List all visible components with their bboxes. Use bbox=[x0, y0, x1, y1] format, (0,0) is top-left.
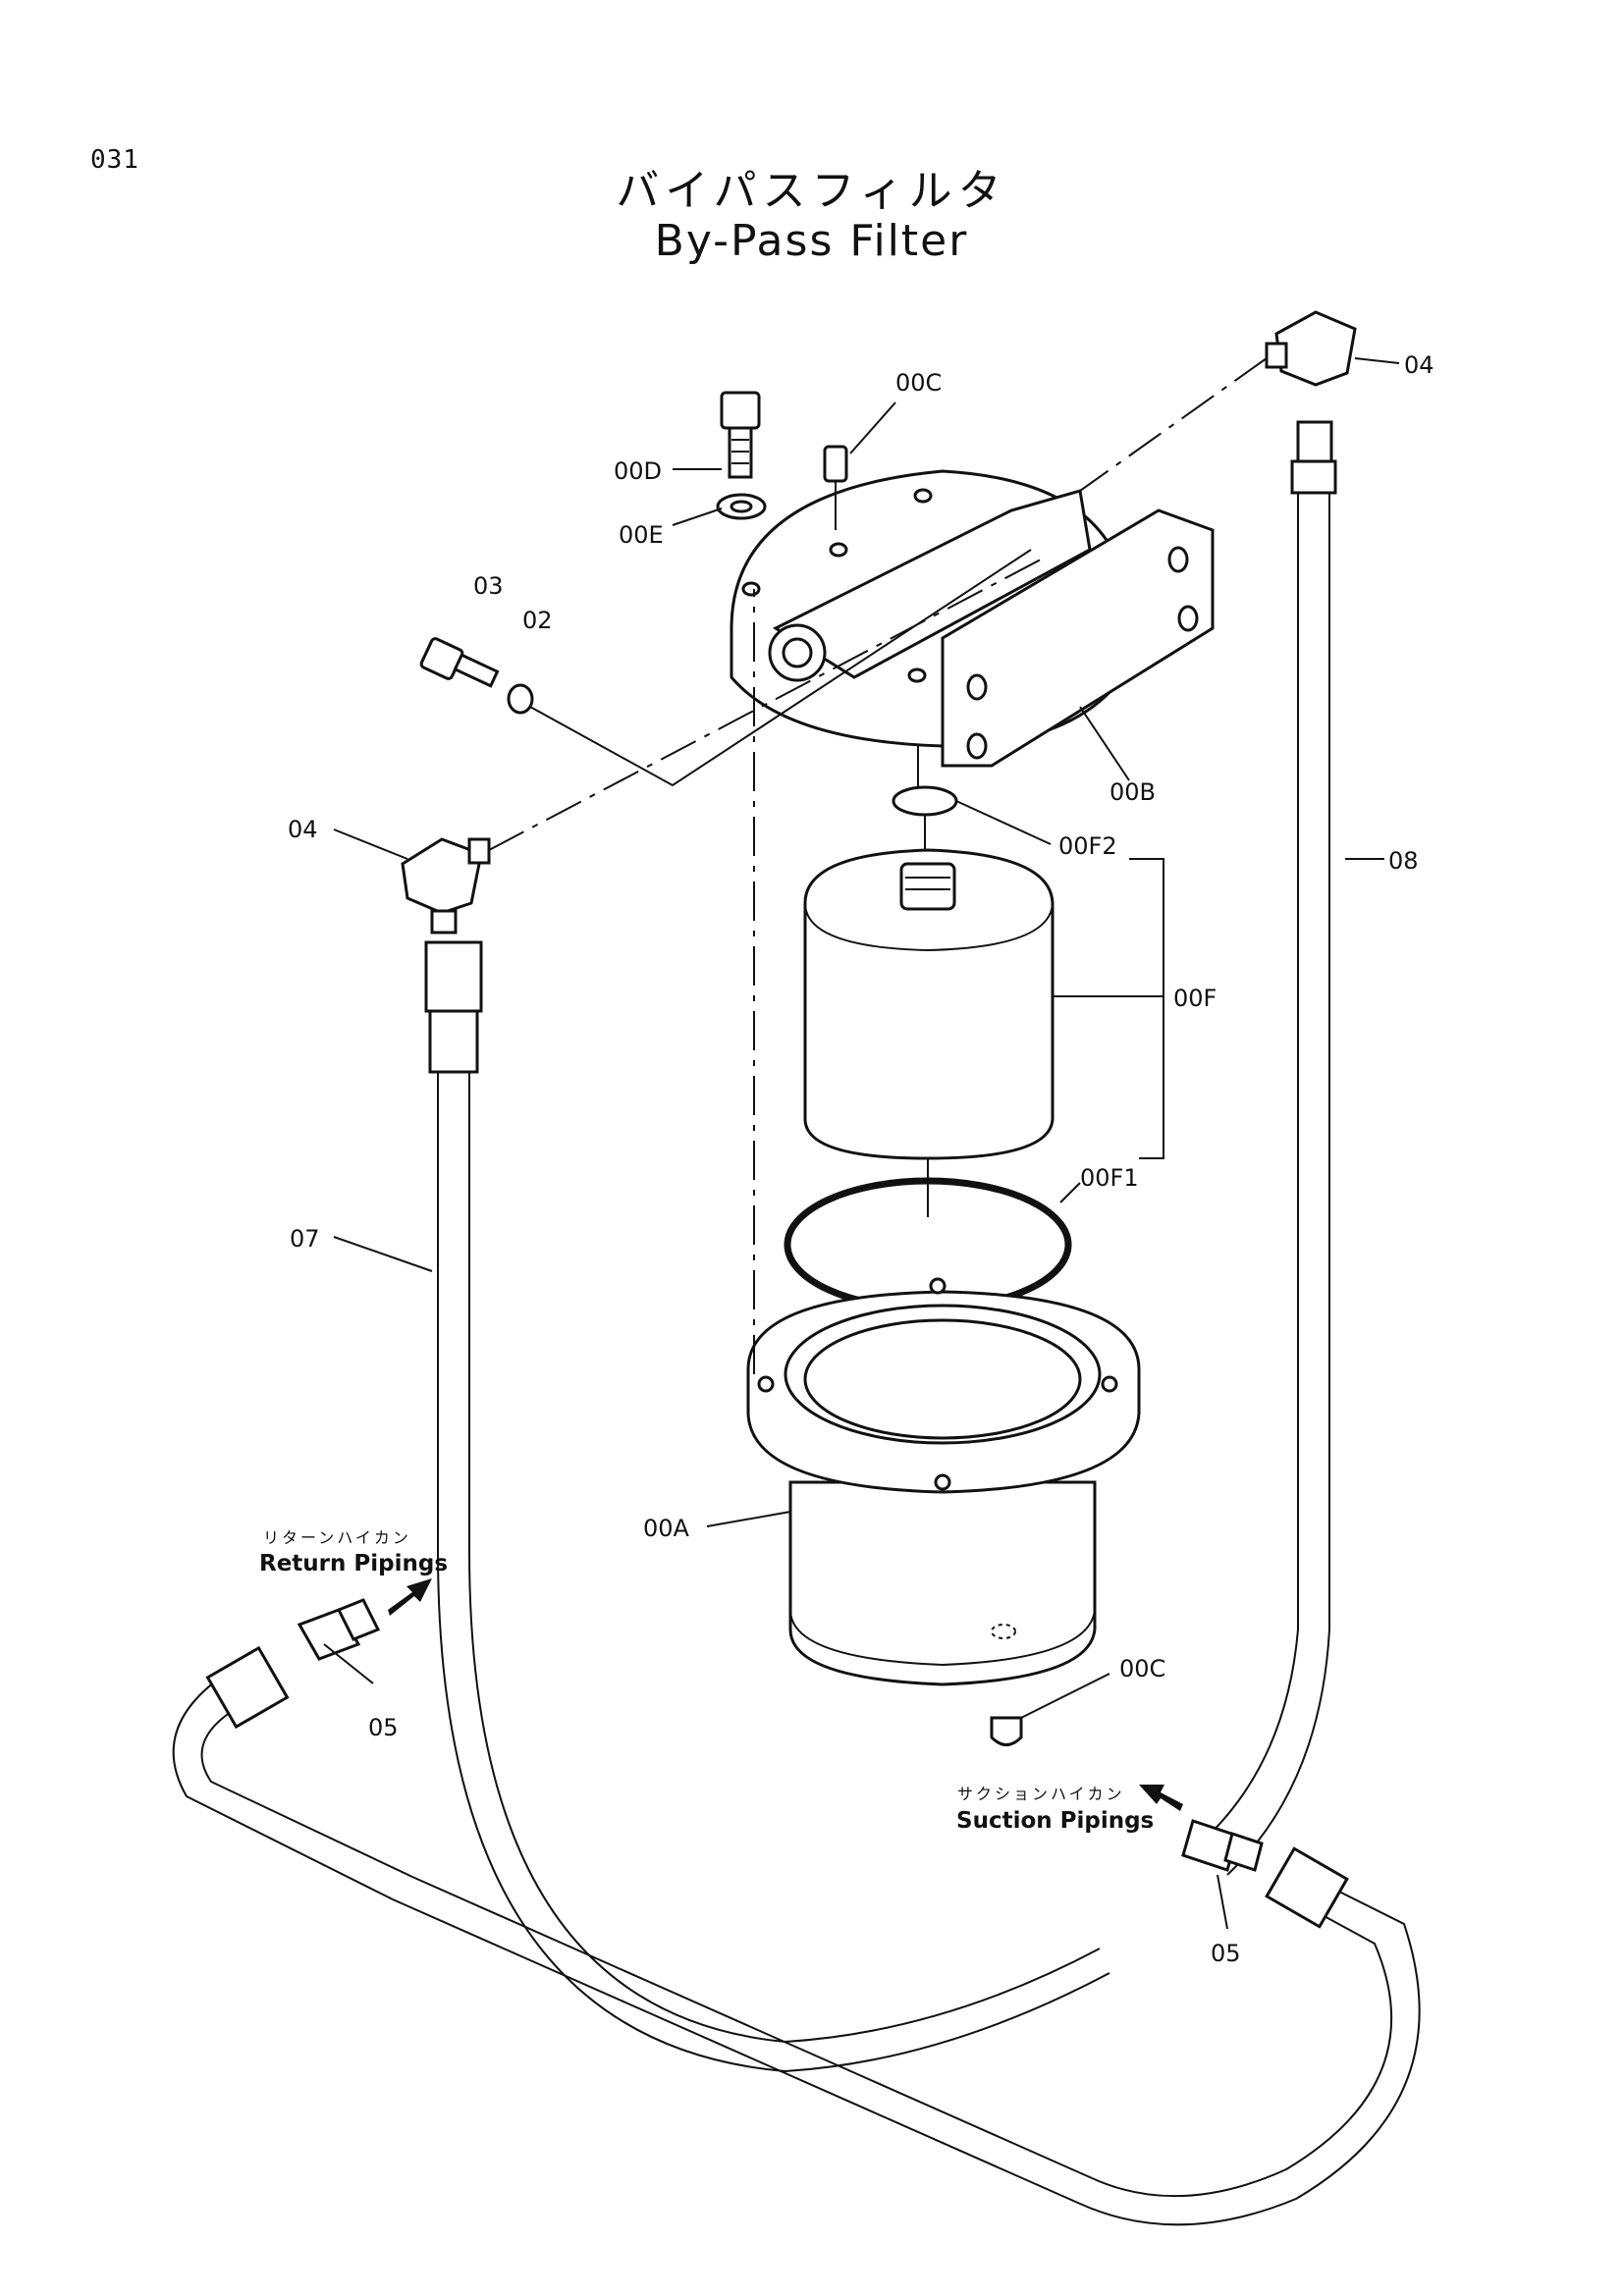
washer-00E-hole bbox=[730, 500, 753, 513]
label-05-right: 05 bbox=[1211, 1940, 1241, 1967]
bolt-00D bbox=[720, 391, 761, 479]
filter-element-00F bbox=[803, 848, 1055, 1160]
hose-lower-loop bbox=[172, 1645, 1421, 2226]
adapter-05-right bbox=[1181, 1819, 1264, 1872]
suction-pipings-jp: サクションハイカン bbox=[957, 1785, 1125, 1803]
label-00A: 00A bbox=[643, 1515, 690, 1542]
page-number: 031 bbox=[90, 145, 139, 175]
label-00C-top: 00C bbox=[895, 369, 942, 397]
oring-00F2 bbox=[892, 785, 958, 817]
label-00F1: 00F1 bbox=[1080, 1164, 1139, 1192]
suction-arrow bbox=[1139, 1785, 1183, 1811]
return-pipings-en: Return Pipings bbox=[259, 1551, 448, 1576]
elbow-04-right bbox=[1079, 310, 1357, 492]
hose-08-end-fitting bbox=[1290, 459, 1337, 495]
lower-hose-left-nut bbox=[205, 1645, 290, 1730]
hose-07-end-fitting bbox=[428, 1009, 479, 1074]
bolt-03 bbox=[419, 637, 500, 688]
label-00F: 00F bbox=[1173, 985, 1217, 1012]
filter-head-00B bbox=[730, 469, 1215, 790]
label-08: 08 bbox=[1388, 847, 1419, 875]
label-07: 07 bbox=[290, 1225, 320, 1253]
label-00B: 00B bbox=[1109, 778, 1156, 806]
label-00E: 00E bbox=[619, 521, 664, 549]
hose-07 bbox=[424, 940, 1110, 2073]
label-00D: 00D bbox=[614, 457, 662, 485]
title-english: By-Pass Filter bbox=[654, 216, 969, 266]
title-japanese: バイパスフィルタ bbox=[616, 166, 1007, 216]
return-pipings-jp: リターンハイカン bbox=[263, 1528, 411, 1547]
adapter-05-left bbox=[297, 1598, 381, 1661]
label-05-left: 05 bbox=[368, 1714, 399, 1741]
return-arrow bbox=[388, 1578, 432, 1616]
filter-case-00A bbox=[746, 1277, 1141, 1686]
plug-00C-top bbox=[823, 445, 848, 530]
plug-00C-bottom bbox=[990, 1716, 1023, 1746]
elbow-04-left bbox=[401, 559, 1042, 934]
hose-08-nut bbox=[1296, 420, 1333, 463]
label-02: 02 bbox=[522, 607, 553, 634]
washer-02 bbox=[507, 683, 534, 715]
label-00C-bottom: 00C bbox=[1119, 1655, 1165, 1682]
label-03: 03 bbox=[473, 572, 504, 600]
hose-07-nut bbox=[424, 940, 483, 1013]
label-04-left: 04 bbox=[288, 816, 318, 843]
hose-08 bbox=[1197, 420, 1337, 1876]
label-00F2: 00F2 bbox=[1058, 832, 1117, 860]
label-04-right: 04 bbox=[1404, 351, 1434, 379]
suction-pipings-en: Suction Pipings bbox=[956, 1808, 1154, 1834]
lower-hose-right-nut bbox=[1265, 1846, 1349, 1929]
